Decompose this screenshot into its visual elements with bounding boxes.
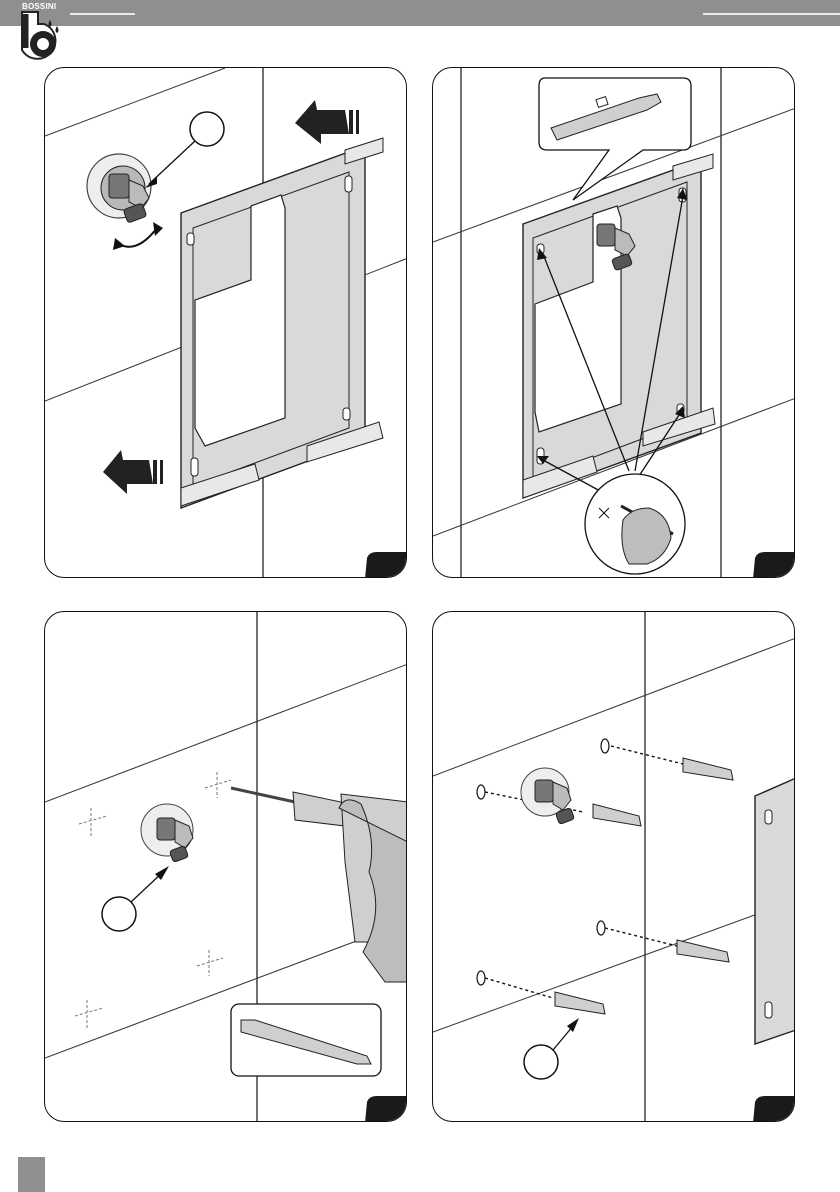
- callout-circle: [524, 1045, 558, 1079]
- drill-bit-callout: [231, 1004, 381, 1076]
- water-outlet-fitting: [141, 804, 193, 862]
- water-outlet-fitting: [87, 154, 151, 223]
- hand-with-pencil-callout: [585, 474, 685, 574]
- step-tab: [753, 552, 795, 578]
- wall-plugs: [555, 758, 733, 1014]
- step-panel-1: [44, 67, 407, 578]
- step-tab: [365, 552, 407, 578]
- page-number-tab: [18, 1157, 45, 1192]
- step-tab: [753, 1096, 795, 1122]
- water-outlet-fitting: [521, 768, 575, 824]
- brand-logo: [14, 2, 74, 64]
- step-1-illustration: [45, 68, 407, 578]
- step-tab: [365, 1096, 407, 1122]
- step-3-illustration: [45, 612, 407, 1122]
- header-rule-right: [703, 13, 840, 15]
- anchor-paths: [485, 746, 683, 998]
- mounting-plate: [181, 138, 383, 508]
- push-arrow-lower: [103, 450, 163, 494]
- callout-circle: [190, 112, 224, 146]
- step-panel-3: [44, 611, 407, 1122]
- header-rule-left: [70, 13, 135, 15]
- step-4-illustration: [433, 612, 795, 1122]
- header-bar: [0, 0, 840, 26]
- push-arrow-upper: [295, 100, 359, 144]
- brand-name: BOSSINI: [22, 2, 56, 11]
- step-panel-4: [432, 611, 795, 1122]
- step-2-illustration: [433, 68, 795, 578]
- step-panel-2: [432, 67, 795, 578]
- mounting-plate-edge: [755, 778, 795, 1044]
- callout-circle: [102, 897, 136, 931]
